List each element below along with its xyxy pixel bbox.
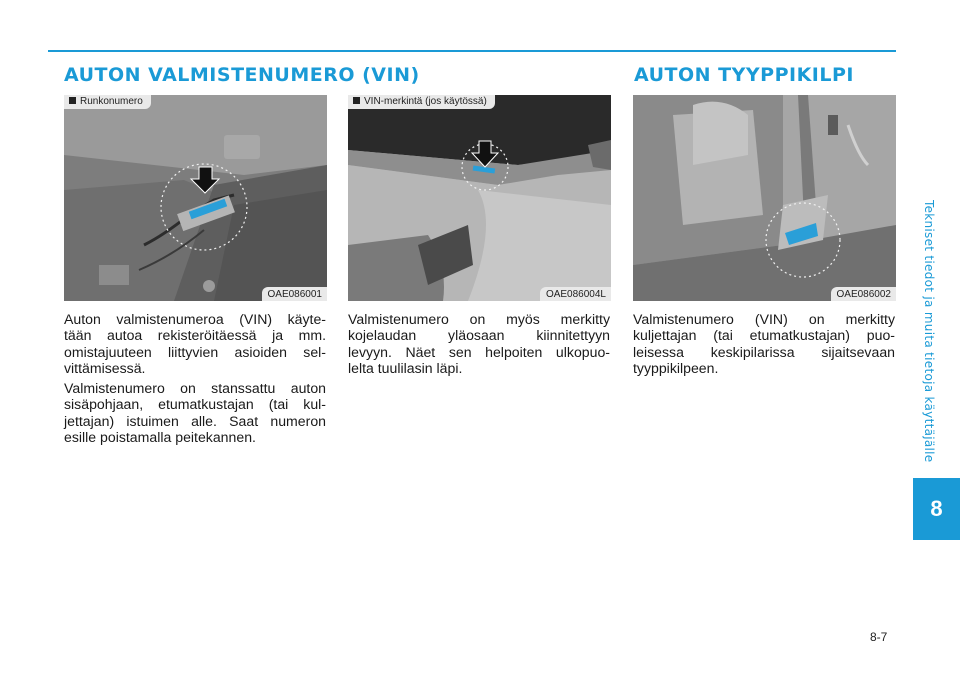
photo-code: OAE086002 [830, 287, 896, 301]
arrow-down-icon [189, 166, 221, 194]
section-title-type-plate: AUTON TYYPPIKILPI [634, 64, 854, 86]
b-pillar-illustration [633, 95, 896, 301]
photo-code: OAE086001 [261, 287, 327, 301]
photo-vin-windshield: VIN-merkintä (jos käytössä) OAE086004L [348, 95, 611, 301]
photo-code: OAE086004L [539, 287, 611, 301]
paragraph-vin-usage: Auton valmistenumeroa (VIN) käyte- tään … [64, 311, 326, 377]
photo-label: Runkonumero [64, 95, 151, 109]
under-seat-illustration [64, 95, 327, 301]
chapter-title-vertical: Tekniset tiedot ja muita tietoja käyttäj… [922, 200, 936, 463]
section-title-vin: AUTON VALMISTENUMERO (VIN) [64, 64, 420, 86]
page-number: 8-7 [870, 630, 888, 644]
windshield-illustration [348, 95, 611, 301]
type-plate-highlight [785, 223, 818, 245]
vin-highlight [472, 165, 496, 174]
chapter-number-tab[interactable]: 8 [913, 478, 960, 540]
photo-type-plate-pillar: OAE086002 [633, 95, 896, 301]
header-rule [48, 50, 896, 52]
arrow-down-icon [470, 140, 500, 168]
photo-label: VIN-merkintä (jos käytössä) [348, 95, 495, 109]
vin-highlight [188, 198, 228, 220]
paragraph-vin-location-dashboard: Valmistenumero on myös merkitty kojelaud… [348, 311, 610, 377]
paragraph-vin-location-floor: Valmistenumero on stanssattu auton sisäp… [64, 380, 326, 446]
paragraph-type-plate: Valmistenumero (VIN) on merkitty kuljett… [633, 311, 895, 377]
photo-vin-under-seat: Runkonumero OAE086001 [64, 95, 327, 301]
